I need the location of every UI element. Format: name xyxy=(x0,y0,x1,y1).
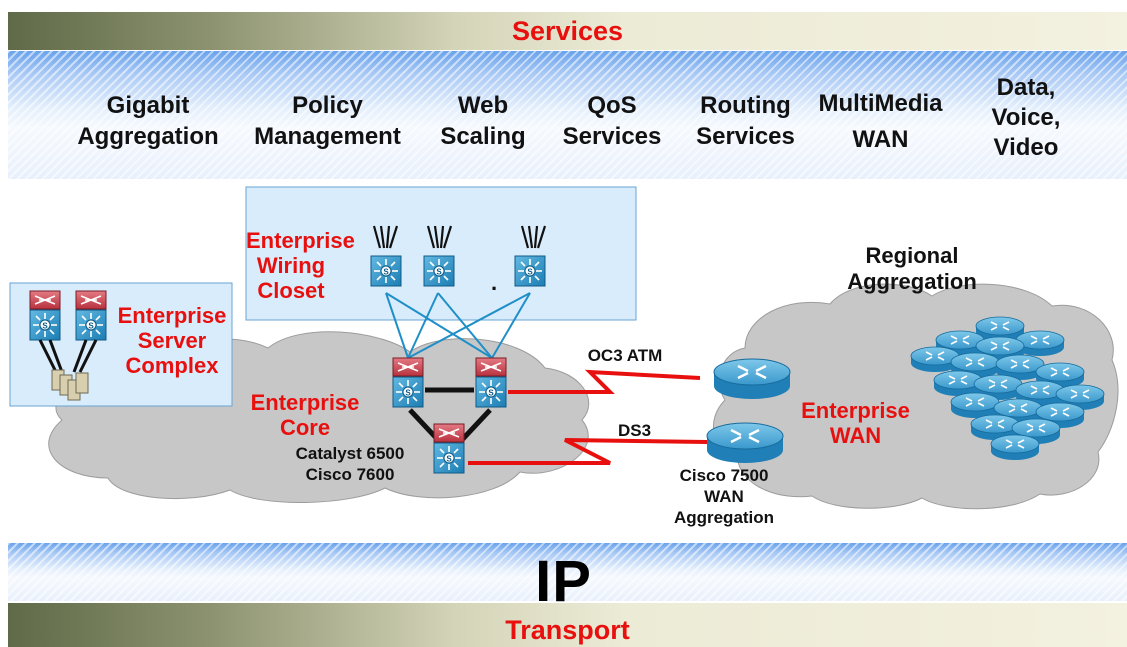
core-label: Enterprise Core xyxy=(250,390,360,440)
ds3-link-label: DS3 xyxy=(617,421,652,440)
wiring-closet-label: Enterprise Wiring Closet xyxy=(246,228,355,303)
service-gigabit-aggregation: Gigabit Aggregation xyxy=(77,92,219,150)
core-platforms-label: Catalyst 6500 Cisco 7600 xyxy=(295,444,405,484)
closet-switch-icon xyxy=(514,255,546,287)
transport-footer-band: Transport xyxy=(8,603,1127,647)
core-switch-3-icon xyxy=(433,423,465,474)
service-data-voice-video: Data, Voice, Video xyxy=(991,74,1061,161)
oc3-link-label: OC3 ATM xyxy=(587,346,663,365)
server-links xyxy=(38,339,98,373)
wan-links xyxy=(468,369,708,465)
core-switch-1-icon xyxy=(392,357,424,408)
server-switch-2-icon xyxy=(75,290,107,341)
service-multimedia-wan: MultiMedia WAN xyxy=(818,90,943,153)
server-icon xyxy=(51,369,89,401)
oc3-router-icon xyxy=(712,357,792,401)
ds3-router-icon xyxy=(705,421,785,465)
ip-stripe xyxy=(8,543,1127,601)
services-title: Services xyxy=(511,16,624,46)
closet-switch-icon xyxy=(423,255,455,287)
service-web-scaling: Web Scaling xyxy=(440,92,526,150)
core-switch-2-icon xyxy=(475,357,507,408)
services-stripe xyxy=(8,51,1127,179)
service-policy-management: Policy Management xyxy=(254,92,401,150)
wan-label: Enterprise WAN xyxy=(801,398,910,448)
server-complex-label: Enterprise Server Complex xyxy=(117,303,227,378)
service-qos-services: QoS Services xyxy=(562,92,662,150)
closet-switch-icon xyxy=(370,255,402,287)
regional-label: Regional Aggregation xyxy=(847,243,977,294)
wan-router-label: Cisco 7500 WAN Aggregation xyxy=(673,466,775,527)
services-header-band: Services xyxy=(8,12,1127,50)
transport-title: Transport xyxy=(505,615,630,645)
service-routing-services: Routing Services xyxy=(696,92,795,150)
wiring-closet-ellipsis: . xyxy=(490,270,498,295)
closet-uplinks xyxy=(385,292,531,359)
server-switch-1-icon xyxy=(29,290,61,341)
